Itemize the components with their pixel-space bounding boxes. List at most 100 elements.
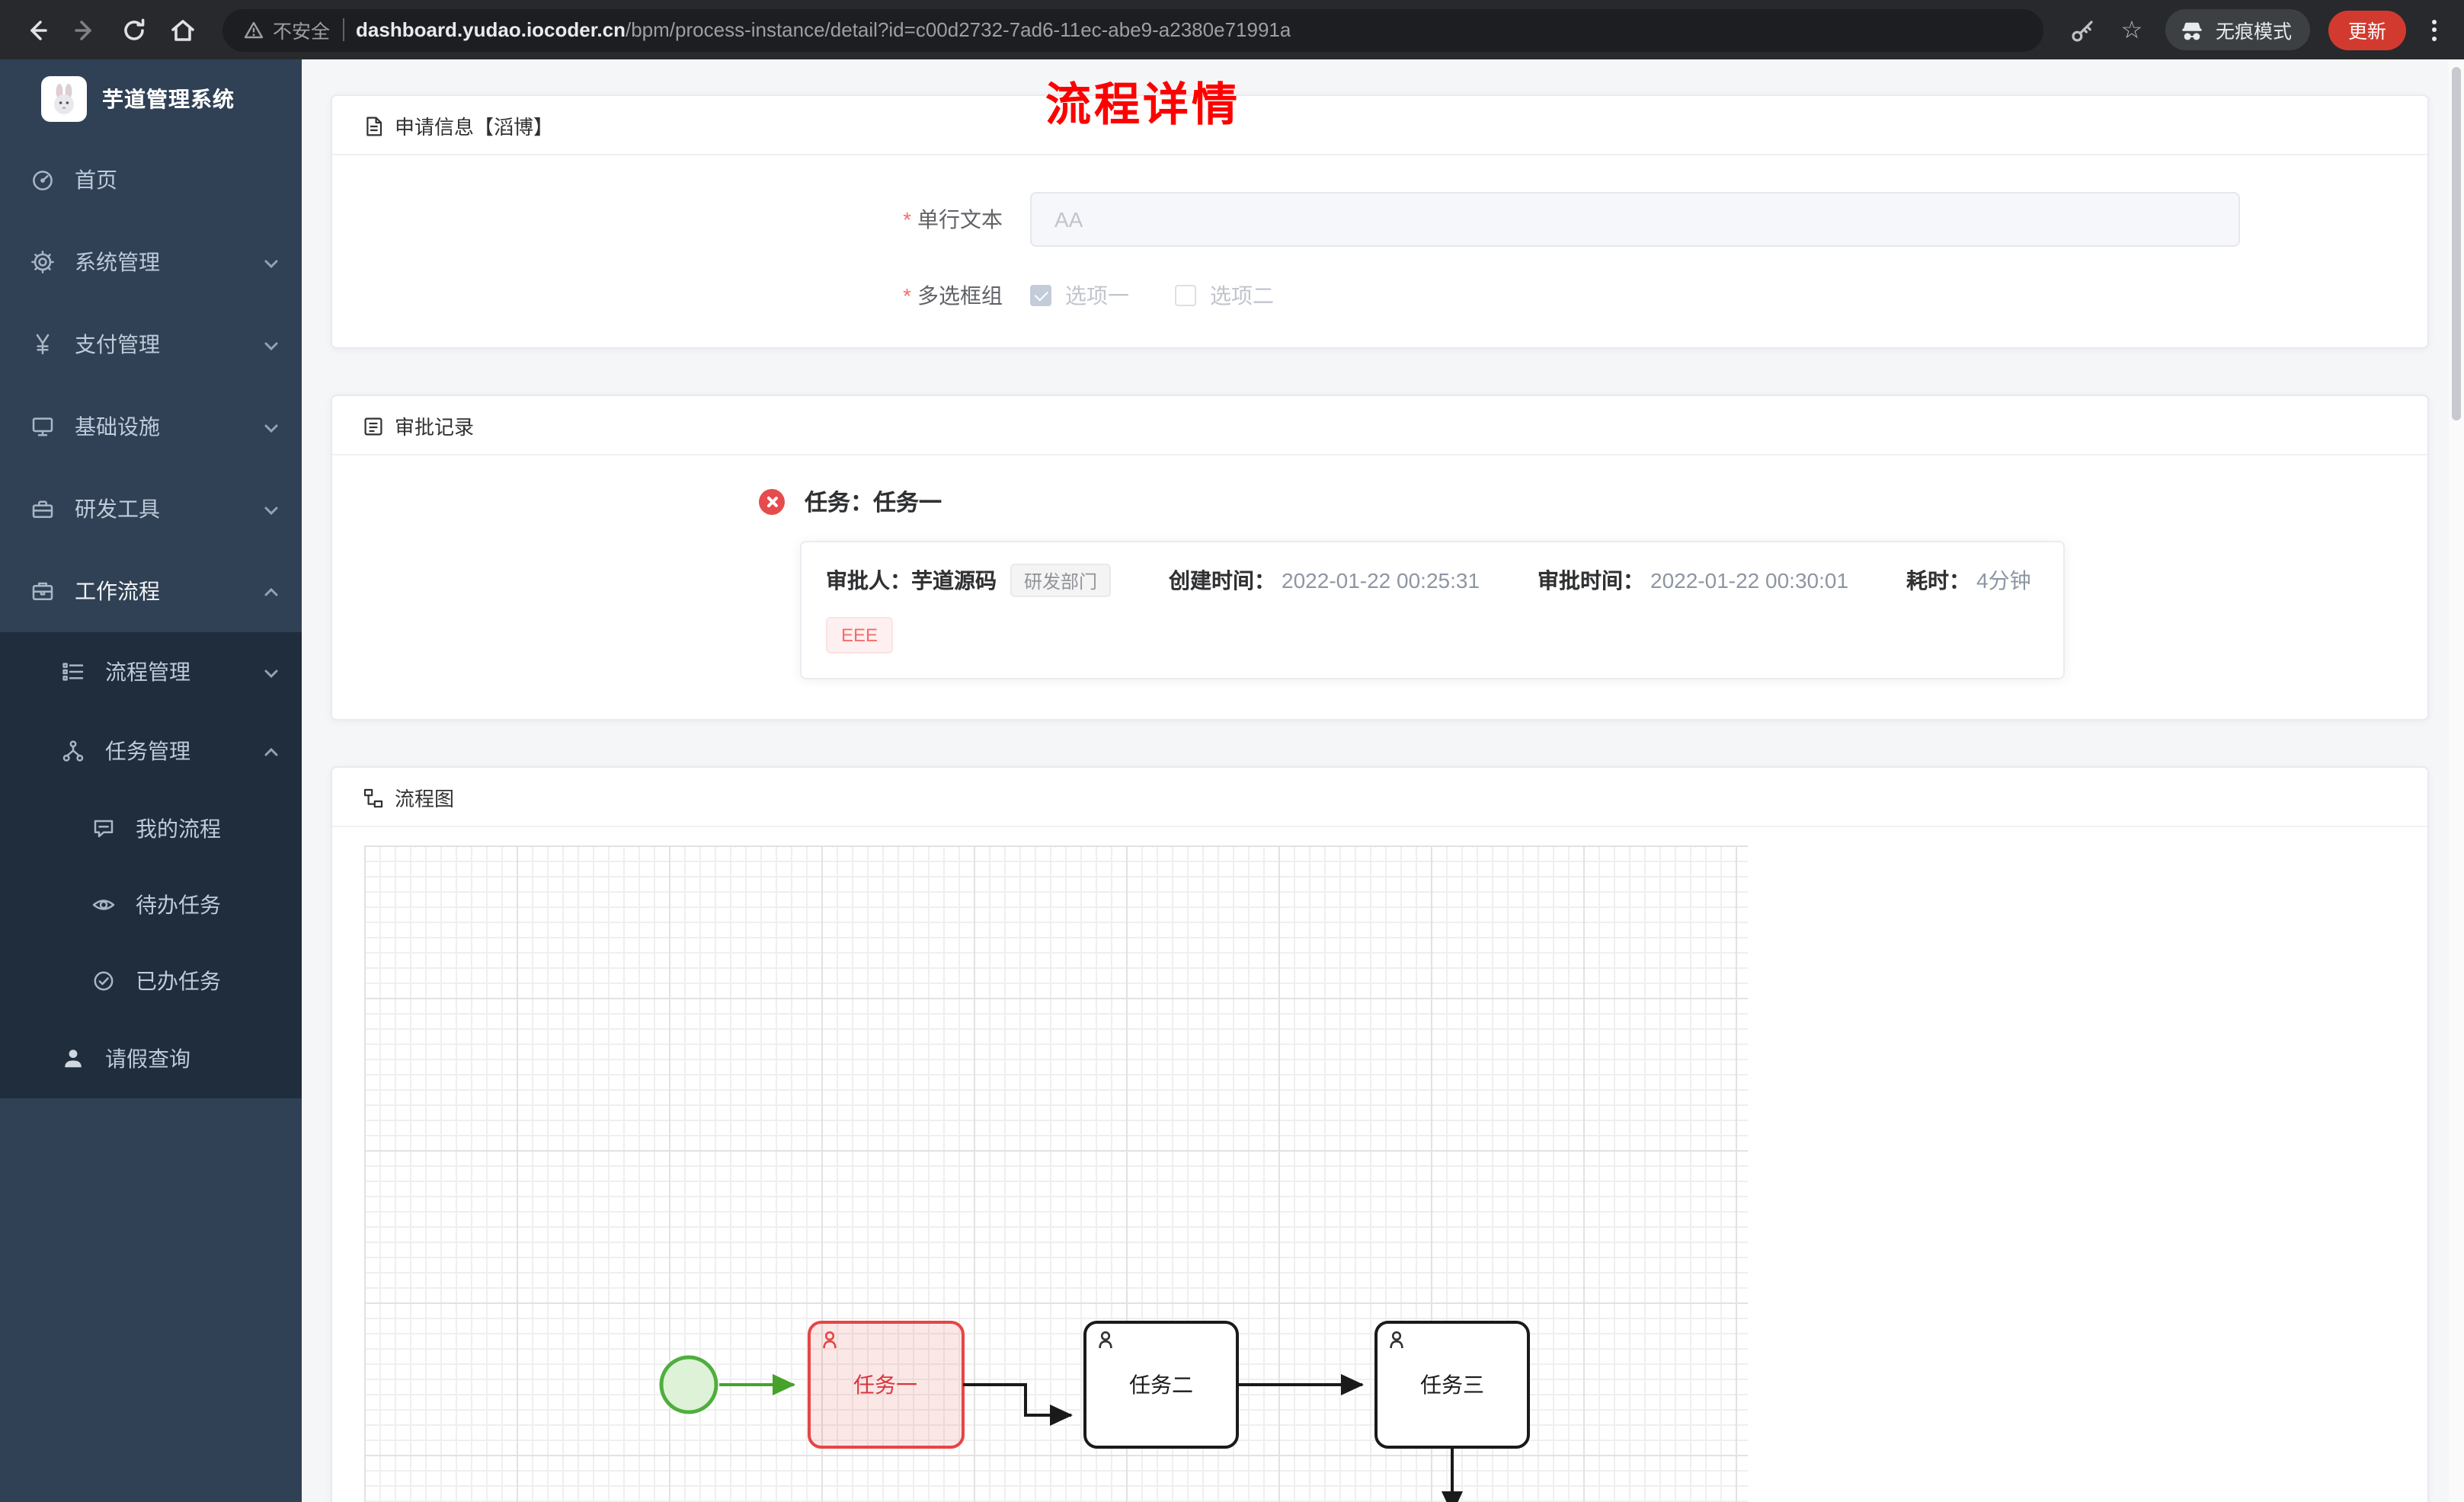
single-line-text-input[interactable] (1030, 192, 2240, 247)
password-key-button[interactable] (2062, 8, 2104, 51)
approval-record-card-header: 审批记录 (332, 396, 2427, 455)
reload-icon (124, 18, 145, 40)
start-event-node[interactable] (659, 1355, 718, 1414)
reload-button[interactable] (113, 8, 155, 51)
duration-value: 4分钟 (1976, 568, 2031, 593)
warning-icon (244, 21, 264, 38)
sidebar-item-system[interactable]: 系统管理 (0, 221, 302, 303)
sidebar-item-process-manage[interactable]: 流程管理 (0, 632, 302, 711)
sidebar-item-workflow[interactable]: 工作流程 (0, 550, 302, 632)
incognito-label: 无痕模式 (2215, 21, 2292, 43)
approval-timeline: 任务：任务一 审批人： 芋道源码 研发部门 创建时间： 2022-01-22 0… (332, 455, 2427, 719)
sidebar-item-done-tasks[interactable]: 已办任务 (0, 943, 302, 1019)
approver-group: 审批人： 芋道源码 研发部门 (826, 564, 1112, 597)
sidebar-menu: 首页 系统管理 支付管理 基础设施 研发工具 (0, 139, 302, 1098)
infrastructure-icon (30, 414, 55, 439)
apply-info-card-title: 申请信息【滔博】 (395, 116, 554, 139)
required-asterisk: * (903, 283, 911, 308)
department-tag: 研发部门 (1010, 564, 1112, 597)
browser-menu-button[interactable] (2418, 19, 2449, 40)
approval-meta-line: 审批人： 芋道源码 研发部门 创建时间： 2022-01-22 00:25:31… (826, 564, 2039, 597)
process-diagram-card-header: 流程图 (332, 768, 2427, 827)
svg-text:任务三: 任务三 (1420, 1373, 1484, 1397)
checkbox-checked-icon (1030, 285, 1051, 306)
chrome-update-button[interactable]: 更新 (2328, 10, 2406, 50)
chevron-down-icon (262, 417, 280, 436)
payment-icon (30, 332, 55, 356)
sidebar-item-task-manage[interactable]: 任务管理 (0, 711, 302, 791)
done-task-icon (91, 969, 116, 993)
address-bar[interactable]: 不安全 dashboard.yudao.iocoder.cn/bpm/proce… (222, 8, 2043, 51)
app-title: 芋道管理系统 (102, 87, 235, 111)
process-diagram-card: 流程图 (331, 766, 2429, 1502)
required-asterisk: * (903, 207, 911, 232)
svg-text:任务一: 任务一 (853, 1373, 917, 1397)
scrollbar-thumb[interactable] (2452, 67, 2461, 420)
chevron-down-icon (262, 253, 280, 271)
forward-button[interactable] (64, 8, 107, 51)
process-manage-icon (61, 660, 85, 684)
checkbox-option-1[interactable]: 选项一 (1030, 280, 1129, 311)
workflow-icon (30, 579, 55, 603)
bookmark-star-button[interactable]: ☆ (2110, 8, 2153, 51)
checkbox-unchecked-icon (1175, 285, 1196, 306)
sequence-flow (963, 1383, 1073, 1426)
checkbox-option-2[interactable]: 选项二 (1175, 280, 1274, 311)
chevron-down-icon (262, 663, 280, 681)
bpmn-diagram: 任务一 任务二 任务三 (659, 1321, 1530, 1502)
page-title: 流程详情 (1045, 81, 1240, 131)
sidebar-item-my-process[interactable]: 我的流程 (0, 791, 302, 867)
main-content: 流程详情 申请信息【滔博】 *单行文本 *多选框组 选项一 (302, 59, 2464, 1502)
timeline-node: 任务：任务一 (759, 486, 2397, 518)
url-text: dashboard.yudao.iocoder.cn/bpm/process-i… (356, 18, 1291, 41)
devtools-icon (30, 497, 55, 521)
not-secure-label: 不安全 (273, 21, 331, 43)
create-time-group: 创建时间： 2022-01-22 00:25:31 (1169, 568, 1480, 593)
incognito-spy-icon (2182, 21, 2202, 40)
task-node-3[interactable]: 任务三 (1374, 1321, 1530, 1449)
logo-avatar (41, 76, 87, 122)
chevron-down-icon (262, 335, 280, 353)
checkbox-group-label: *多选框组 (903, 283, 1003, 308)
approval-detail-box: 审批人： 芋道源码 研发部门 创建时间： 2022-01-22 00:25:31… (800, 541, 2065, 679)
approval-record-card-title: 审批记录 (395, 416, 475, 439)
sidebar-item-devtools[interactable]: 研发工具 (0, 468, 302, 550)
sidebar-item-todo-tasks[interactable]: 待办任务 (0, 867, 302, 943)
checkbox-group-row: *多选框组 选项一 选项二 (363, 280, 2397, 311)
incognito-badge: 无痕模式 (2165, 9, 2310, 50)
approval-record-card: 审批记录 任务：任务一 审批人： 芋道源码 研发部门 创建时间： (331, 395, 2429, 721)
workflow-submenu: 流程管理 任务管理 我的流程 待办任务 已办 (0, 632, 302, 1098)
leave-query-icon (61, 1047, 85, 1071)
document-icon (366, 116, 382, 136)
rabbit-logo-icon (54, 84, 74, 114)
chevron-up-icon (262, 582, 280, 600)
approve-time-value: 2022-01-22 00:30:01 (1650, 568, 1849, 593)
duration-group: 耗时： 4分钟 (1906, 565, 2031, 596)
home-button[interactable] (162, 8, 204, 51)
sidebar-item-payment[interactable]: 支付管理 (0, 303, 302, 385)
approve-time-group: 审批时间： 2022-01-22 00:30:01 (1538, 568, 1849, 593)
single-line-text-row: *单行文本 (363, 192, 2397, 247)
checkbox-group: 选项一 选项二 (1030, 280, 1274, 311)
task-node-2[interactable]: 任务二 (1083, 1321, 1239, 1449)
app-logo[interactable]: 芋道管理系统 (0, 59, 302, 139)
my-process-icon (91, 817, 116, 841)
sidebar-item-leave-query[interactable]: 请假查询 (0, 1019, 302, 1098)
create-time-value: 2022-01-22 00:25:31 (1282, 568, 1480, 593)
apply-form: *单行文本 *多选框组 选项一 选项二 (332, 155, 2427, 347)
back-button[interactable] (15, 8, 58, 51)
star-icon: ☆ (2120, 18, 2143, 43)
key-icon (2072, 20, 2093, 41)
back-arrow-icon (30, 20, 47, 40)
not-secure-indicator[interactable]: 不安全 (244, 15, 330, 44)
page-scrollbar[interactable] (2449, 59, 2464, 1502)
svg-text:任务二: 任务二 (1129, 1373, 1193, 1397)
sidebar-item-home[interactable]: 首页 (0, 139, 302, 221)
browser-toolbar: 不安全 dashboard.yudao.iocoder.cn/bpm/proce… (0, 0, 2464, 59)
task-node-1[interactable]: 任务一 (808, 1321, 965, 1449)
flowchart-icon (363, 788, 383, 807)
gear-icon (30, 250, 55, 274)
bpmn-canvas[interactable]: 任务一 任务二 任务三 (332, 827, 2427, 1502)
sidebar-item-infrastructure[interactable]: 基础设施 (0, 385, 302, 468)
